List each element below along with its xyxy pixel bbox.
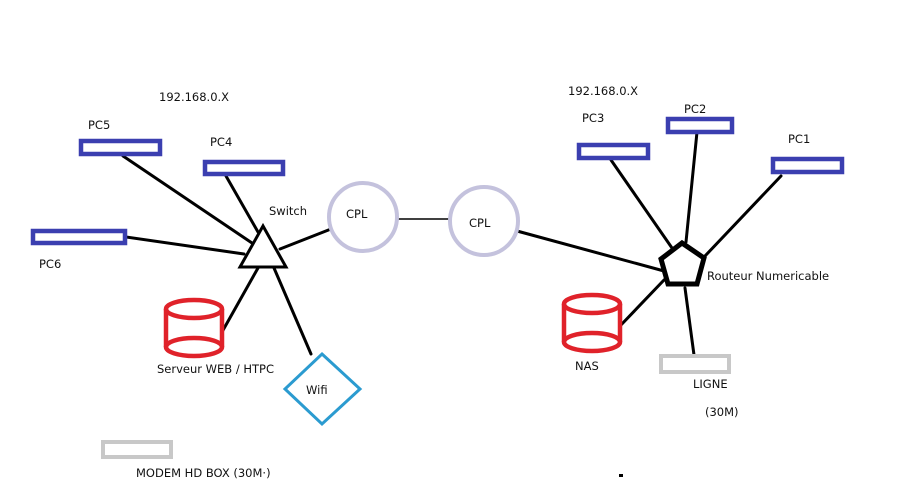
link-switch-cpl — [278, 227, 333, 251]
node-label: Wifi — [306, 383, 328, 397]
pc-icon — [78, 138, 163, 157]
switch-icon — [237, 222, 289, 269]
node-server[interactable]: Serveur WEB / HTPC — [157, 297, 274, 376]
node-label: LIGNE — [693, 377, 728, 391]
database-icon — [561, 292, 623, 354]
node-label: CPL — [469, 216, 491, 230]
pc-icon — [576, 142, 651, 161]
box-icon — [659, 354, 731, 374]
pc-icon — [770, 156, 845, 175]
node-cpl-left[interactable]: CPL — [327, 181, 399, 253]
node-ligne[interactable]: LIGNE (30M) — [659, 354, 739, 419]
node-label: PC4 — [210, 135, 232, 149]
cpl-icon — [327, 181, 399, 253]
cpl-icon — [448, 185, 520, 257]
node-label: PC3 — [582, 111, 604, 125]
node-label: Switch — [269, 204, 307, 218]
node-label: PC6 — [39, 257, 61, 271]
node-pc5[interactable]: PC5 — [78, 118, 163, 157]
subnet-label-left: 192.168.0.X — [159, 90, 229, 104]
node-label: Serveur WEB / HTPC — [157, 362, 274, 376]
stray-dot — [619, 474, 623, 477]
link-pc6-switch — [124, 235, 246, 256]
link-pc5-switch — [121, 154, 254, 245]
link-switch-wifi — [272, 266, 313, 356]
wifi-icon — [282, 351, 363, 427]
link-pc4-switch — [224, 174, 260, 234]
node-label: PC5 — [88, 118, 110, 132]
node-wifi[interactable]: Wifi — [282, 351, 363, 427]
node-nas[interactable]: NAS — [561, 292, 623, 373]
node-switch[interactable]: Switch — [237, 204, 307, 269]
box-icon — [101, 440, 173, 459]
node-pc2[interactable]: PC2 — [665, 102, 735, 135]
link-router-ligne — [683, 286, 696, 357]
node-label: PC1 — [788, 132, 810, 146]
node-label: NAS — [575, 359, 599, 373]
database-icon — [163, 297, 225, 359]
pc-icon — [665, 116, 735, 135]
links — [121, 130, 783, 357]
node-label: PC2 — [684, 102, 706, 116]
pc-icon — [30, 228, 128, 246]
node-pc6[interactable]: PC6 — [30, 228, 128, 271]
link-router-nas — [618, 278, 666, 328]
link-switch-server — [220, 266, 260, 334]
node-label: CPL — [346, 207, 368, 221]
node-pc1[interactable]: PC1 — [770, 132, 845, 175]
router-icon — [658, 239, 707, 287]
pc-icon — [202, 159, 286, 177]
node-label: MODEM HD BOX (30M·) — [136, 466, 271, 480]
node-pc3[interactable]: PC3 — [576, 111, 651, 161]
node-sublabel: (30M) — [705, 405, 739, 419]
link-pc3-router — [609, 158, 674, 250]
node-pc4[interactable]: PC4 — [202, 135, 286, 177]
node-label: Routeur Numericable — [707, 269, 829, 283]
node-cpl-right[interactable]: CPL — [448, 185, 520, 257]
node-router[interactable]: Routeur Numericable — [658, 239, 829, 287]
link-cpl-router — [515, 229, 666, 273]
subnet-label-right: 192.168.0.X — [568, 84, 638, 98]
link-pc2-router — [684, 130, 699, 244]
link-pc1-router — [703, 174, 783, 258]
node-modem[interactable]: MODEM HD BOX (30M·) — [101, 440, 271, 480]
